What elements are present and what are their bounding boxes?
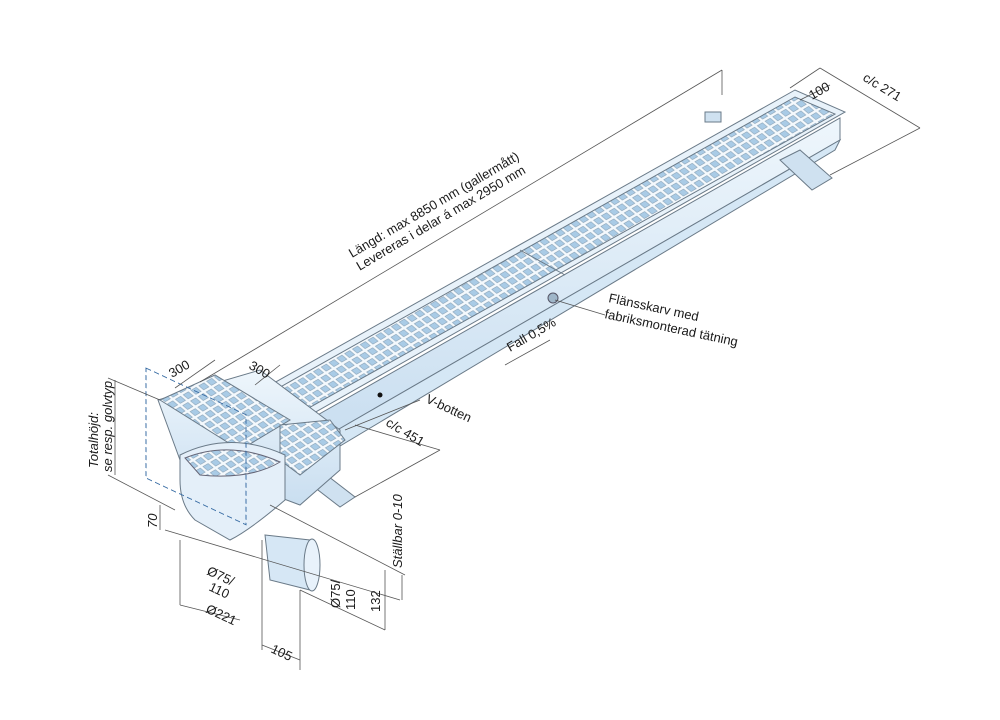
diameter-75-110-b: Ø75/: [328, 579, 343, 608]
lug: [704, 111, 722, 123]
dimension-lines: [107, 67, 921, 670]
drain-box: [145, 367, 346, 592]
v-bottom-marker: [377, 392, 383, 398]
section-joint: [519, 249, 566, 276]
cc271-label: c/c 271: [860, 70, 904, 104]
v-bottom-label: V-botten: [424, 391, 474, 425]
diameter-221-label: Ø221: [204, 601, 239, 628]
channel-body: [264, 89, 847, 453]
flange-joint: [547, 292, 559, 304]
height-132-label: 132: [368, 590, 383, 612]
total-height-label-line2: se resp. golvtyp: [100, 381, 115, 472]
width-300-label-a: 300: [166, 357, 192, 381]
adjustable-label: Ställbar 0-10: [390, 494, 405, 568]
total-height-label-line1: Totalhöjd:: [86, 412, 101, 468]
diameter-75-110-b2: 110: [343, 589, 358, 610]
cc451-label: c/c 451: [383, 415, 427, 449]
height-70-label: 70: [145, 513, 160, 528]
length-label-line1: Längd: max 8850 mm (gallermått): [346, 149, 522, 261]
mounting-bracket-right: [779, 149, 833, 191]
width-105-label: 105: [269, 641, 295, 664]
